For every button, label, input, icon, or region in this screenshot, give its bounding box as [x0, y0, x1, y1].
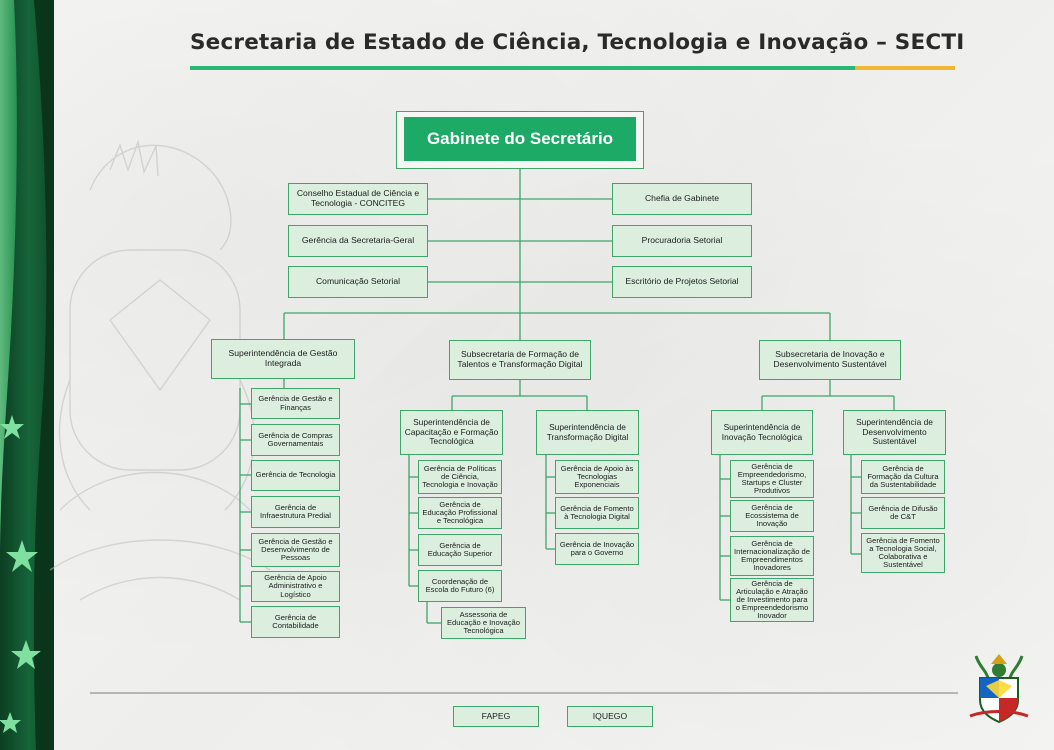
gerencia-item: Gerência de Educação Superior [418, 534, 502, 566]
linked-iquego: IQUEGO [567, 706, 653, 727]
gerencia-item: Gerência de Ecossistema de Inovação [730, 500, 814, 532]
gabinete-do-secretario: Gabinete do Secretário [404, 117, 636, 161]
gerencia-item: Gerência de Infraestrutura Predial [251, 496, 340, 528]
gerencia-item: Gerência de Empreendedorismo, Startups e… [730, 460, 814, 498]
gerencia-item: Gerência de Difusão de C&T [861, 497, 945, 529]
gerencia-item: Gerência de Tecnologia [251, 460, 340, 491]
superintendencia-inovacao-tecnologica: Superintendência de Inovação Tecnológica [711, 410, 813, 455]
linked-fapeg: FAPEG [453, 706, 539, 727]
gerencia-item: Gerência de Políticas de Ciência, Tecnol… [418, 460, 502, 494]
superintendencia-desenvolvimento-sustentavel: Superintendência de Desenvolvimento Sust… [843, 410, 946, 455]
gerencia-item: Gerência de Internacionalização de Empre… [730, 536, 814, 576]
gerencia-item: Gerência de Articulação e Atração de Inv… [730, 578, 814, 622]
left-decorative-band [0, 0, 54, 750]
gerencia-item: Gerência de Fomento a Tecnologia Social,… [861, 533, 945, 573]
gerencia-item: Gerência de Fomento à Tecnologia Digital [555, 497, 639, 529]
gerencia-item: Gerência de Formação da Cultura da Suste… [861, 460, 945, 494]
gerencia-item: Gerência de Gestão e Finanças [251, 388, 340, 419]
staff-escritorio-projetos: Escritório de Projetos Setorial [612, 266, 752, 298]
staff-comunicacao: Comunicação Setorial [288, 266, 428, 298]
gerencia-item: Gerência de Educação Profissional e Tecn… [418, 497, 502, 529]
gerencia-item: Gerência de Apoio às Tecnologias Exponen… [555, 460, 639, 494]
superintendencia-transformacao-digital: Superintendência de Transformação Digita… [536, 410, 639, 455]
bottom-divider [90, 692, 958, 694]
page-title: Secretaria de Estado de Ciência, Tecnolo… [190, 30, 965, 55]
superintendencia-capacitacao: Superintendência de Capacitação e Formaç… [400, 410, 503, 455]
staff-chefia-gabinete: Chefia de Gabinete [612, 183, 752, 215]
coordenacao-escola-futuro: Coordenação de Escola do Futuro (6) [418, 570, 502, 602]
staff-secretaria-geral: Gerência da Secretaria-Geral [288, 225, 428, 257]
gerencia-item: Gerência de Gestão e Desenvolvimento de … [251, 533, 340, 567]
staff-concitteg: Conselho Estadual de Ciência e Tecnologi… [288, 183, 428, 215]
state-coat-of-arms-icon [969, 654, 1029, 724]
subsecretaria-inovacao-desenvolvimento: Subsecretaria de Inovação e Desenvolvime… [759, 340, 901, 380]
staff-procuradoria: Procuradoria Setorial [612, 225, 752, 257]
subsecretaria-formacao-talentos: Subsecretaria de Formação de Talentos e … [449, 340, 591, 380]
gerencia-item: Gerência de Contabilidade [251, 606, 340, 638]
star-icon [0, 415, 41, 733]
title-underline-green [190, 66, 855, 70]
gerencia-item: Gerência de Inovação para o Governo [555, 533, 639, 565]
gerencia-item: Gerência de Compras Governamentais [251, 424, 340, 456]
gerencia-item: Gerência de Apoio Administrativo e Logís… [251, 571, 340, 602]
title-underline-gold [855, 66, 955, 70]
superintendencia-gestao-integrada: Superintendência de Gestão Integrada [211, 339, 355, 379]
assessoria-educacao-inovacao: Assessoria de Educação e Inovação Tecnol… [441, 607, 526, 639]
